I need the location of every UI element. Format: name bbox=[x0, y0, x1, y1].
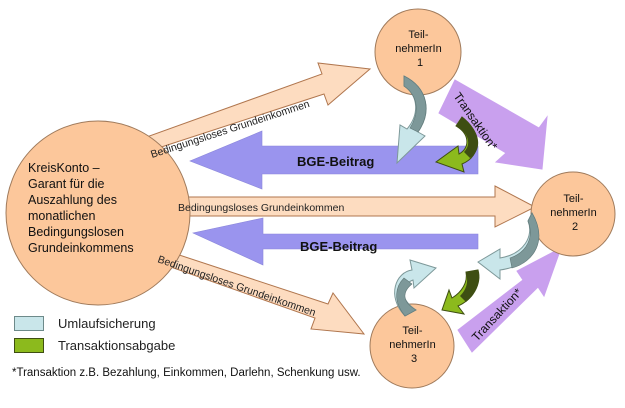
teilnehmer-1-label: Teil- nehmerIn 1 bbox=[395, 29, 445, 69]
legend-transaktionsabgabe: Transaktionsabgabe bbox=[14, 338, 175, 353]
kreiskonto-circle[interactable] bbox=[5, 120, 191, 306]
bge-arrow-to-2-label: Bedingungsloses Grundeinkommen bbox=[178, 202, 345, 214]
bge-beitrag-arrow-upper bbox=[189, 130, 479, 190]
bge-arrow-to-1 bbox=[140, 62, 372, 153]
teilnehmer-3-label: Teil- nehmerIn 3 bbox=[389, 325, 439, 365]
umlaufsicherung-swatch bbox=[14, 316, 44, 331]
beitrag-2-label: BGE-Beitrag bbox=[300, 239, 377, 254]
beitrag-1-label: BGE-Beitrag bbox=[297, 154, 374, 169]
bge-arrow-to-3 bbox=[150, 246, 366, 335]
teilnehmer-2-label: Teil- nehmerIn 2 bbox=[550, 193, 600, 233]
umlaufsicherung-arrow-3-dark bbox=[396, 277, 417, 317]
transaktionsabgabe-arrow-2-dark bbox=[460, 270, 480, 302]
umlaufsicherung-legend-label: Umlaufsicherung bbox=[58, 316, 156, 331]
transaktionsabgabe-legend-label: Transaktionsabgabe bbox=[58, 338, 176, 353]
teilnehmer-3-circle[interactable] bbox=[369, 303, 455, 389]
bge-arrow-to-2 bbox=[171, 185, 537, 228]
transaktion-arrow-1-to-2 bbox=[438, 79, 548, 170]
legend-umlaufsicherung: Umlaufsicherung bbox=[14, 316, 156, 331]
kreiskonto-label: KreisKonto – Garant für die Auszahlung d… bbox=[28, 161, 134, 255]
umlaufsicherung-arrow-1-dark bbox=[403, 75, 427, 133]
bge-beitrag-arrow-lower bbox=[192, 217, 479, 266]
transaktionsabgabe-arrow-1-dark bbox=[456, 117, 479, 158]
bge-arrow-to-3-label: Bedingungsloses Grundeinkommen bbox=[156, 253, 317, 319]
footnote: *Transaktion z.B. Bezahlung, Einkommen, … bbox=[12, 367, 361, 379]
transaktion-arrow-2-to-3 bbox=[457, 246, 562, 353]
umlaufsicherung-arrow-2-dark bbox=[509, 212, 540, 269]
transaktionsabgabe-swatch bbox=[14, 338, 44, 353]
